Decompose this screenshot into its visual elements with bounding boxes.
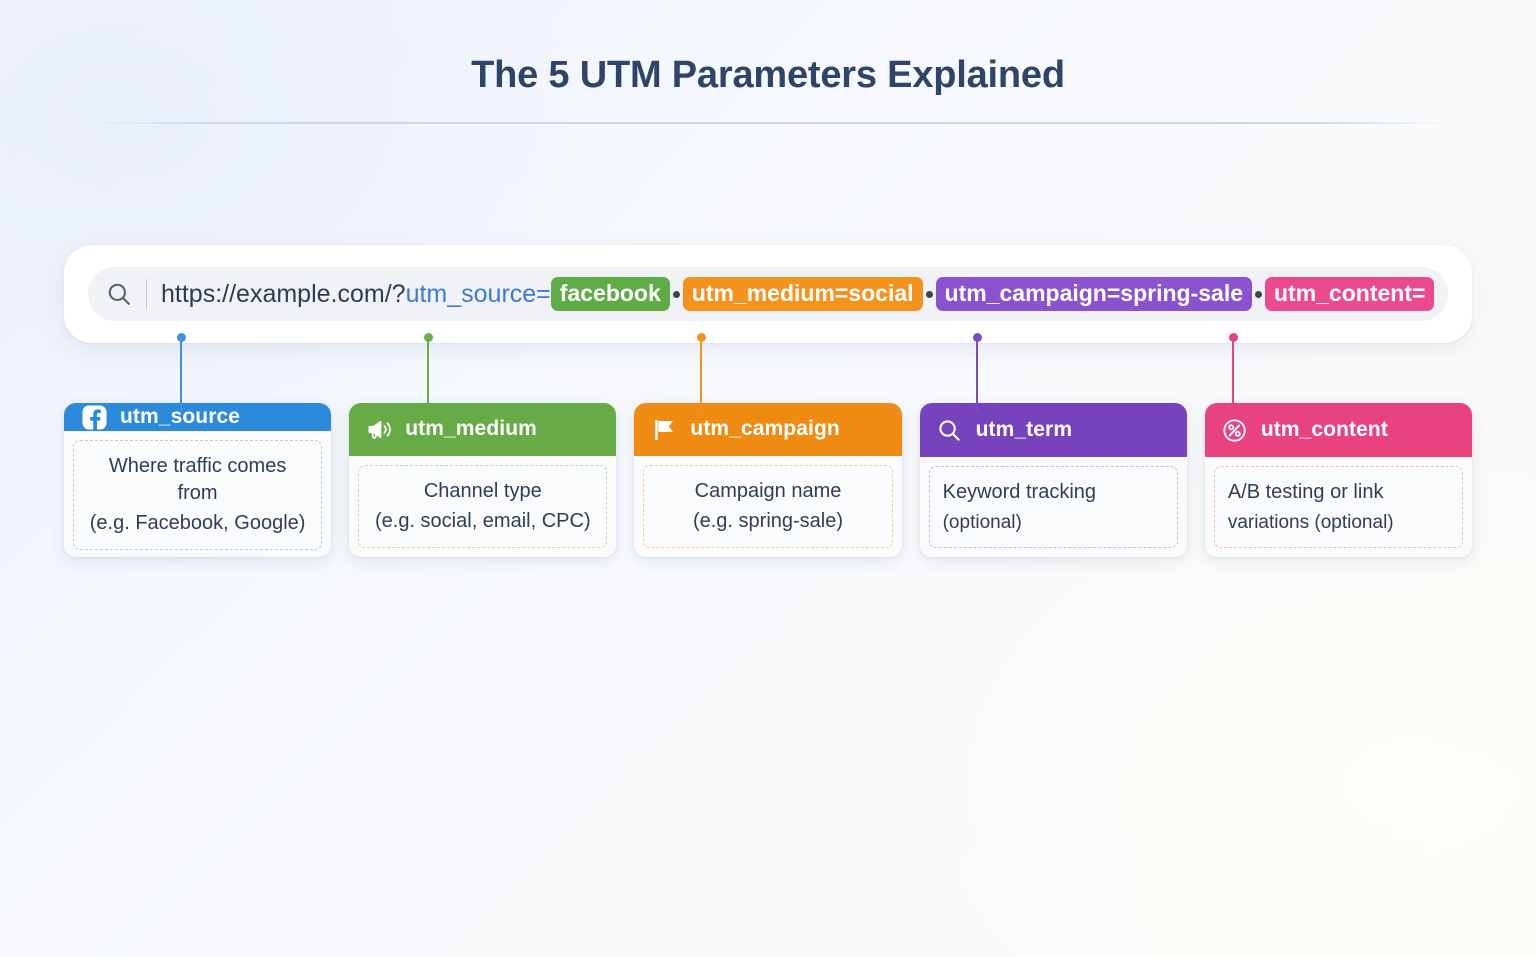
page-title: The 5 UTM Parameters Explained [471, 54, 1065, 96]
card-title: utm_campaign [690, 417, 840, 441]
connector-dot [697, 333, 706, 342]
card-description: Where traffic comes from (e.g. Facebook, … [73, 440, 323, 550]
magnifier-icon [936, 416, 964, 444]
card-body-utm_source: Where traffic comes from (e.g. Facebook, … [64, 431, 332, 557]
card-description: Channel type (e.g. social, email, CPC) [358, 464, 608, 548]
connector-stem [976, 339, 978, 411]
connector-stem [427, 339, 429, 411]
connector-stem [700, 339, 702, 411]
url-text: https://example.com/? utm_source= facebo… [161, 276, 1435, 312]
card-description-line-2: (optional) [942, 511, 1022, 533]
card-description-line-2: variations (optional) [1227, 511, 1394, 533]
url-separator-dot [925, 290, 933, 298]
url-chip-medium[interactable]: utm_medium=social [682, 276, 923, 312]
card-title: utm_source [120, 405, 241, 428]
card-description-line-1: A/B testing or link [1227, 481, 1384, 504]
url-separator-dot [672, 290, 680, 298]
card-body-utm_campaign: Campaign name (e.g. spring-sale) [634, 455, 902, 557]
card-body-utm_content: A/B testing or link variations (optional) [1204, 457, 1473, 557]
card-description-line-2: (e.g. social, email, CPC) [374, 510, 591, 533]
connector-line-1 [177, 333, 186, 411]
card-description: Keyword tracking (optional) [928, 466, 1178, 548]
url-chip-content[interactable]: utm_content= [1265, 276, 1435, 312]
card-description-line-2: (e.g. spring-sale) [692, 510, 844, 533]
connector-dot [973, 333, 982, 342]
connector-line-5 [1229, 333, 1238, 411]
url-separator-dot [1255, 290, 1262, 298]
card-title: utm_content [1260, 418, 1388, 442]
url-chip-source-value[interactable]: facebook [550, 276, 670, 312]
page-header: The 5 UTM Parameters Explained [0, 54, 1536, 97]
percent-circle-icon [1221, 416, 1249, 444]
url-divider [146, 279, 147, 309]
url-param-key-source: utm_source= [405, 279, 551, 308]
card-header-utm_term: utm_term [919, 403, 1187, 458]
card-header-utm_campaign: utm_campaign [634, 403, 902, 456]
connector-dot [424, 333, 433, 342]
card-title: utm_term [975, 418, 1073, 442]
url-base: https://example.com/? [161, 279, 406, 308]
card-description-line-1: Channel type [423, 479, 542, 502]
connector-stem [180, 339, 182, 411]
card-header-utm_medium: utm_medium [349, 403, 617, 456]
connector-line-2 [424, 333, 433, 411]
card-description-line-1: Campaign name [694, 479, 842, 502]
megaphone-icon [365, 415, 393, 443]
card-title: utm_medium [405, 417, 537, 441]
connector-line-3 [697, 333, 706, 411]
card-description: Campaign name (e.g. spring-sale) [643, 464, 893, 548]
card-description-line-2: (e.g. Facebook, Google) [89, 512, 306, 535]
card-header-utm_source: utm_source [64, 403, 332, 431]
url-input[interactable]: https://example.com/? utm_source= facebo… [88, 267, 1448, 321]
card-description-line-1: Where traffic comes from [108, 455, 287, 504]
connector-dot [177, 333, 186, 342]
card-body-utm_medium: Channel type (e.g. social, email, CPC) [349, 455, 617, 557]
facebook-icon [80, 403, 108, 431]
card-description: A/B testing or link variations (optional) [1213, 466, 1464, 548]
card-body-utm_term: Keyword tracking (optional) [919, 457, 1187, 557]
flag-icon [650, 415, 678, 443]
search-icon [106, 281, 132, 307]
connector-stem [1232, 339, 1234, 411]
connector-dot [1229, 333, 1238, 342]
card-description-line-1: Keyword tracking [942, 481, 1097, 504]
title-divider [84, 122, 1452, 124]
url-bar-container: https://example.com/? utm_source= facebo… [64, 245, 1472, 343]
url-chip-campaign[interactable]: utm_campaign=spring-sale [935, 276, 1252, 312]
card-header-utm_content: utm_content [1204, 403, 1473, 458]
connector-line-4 [973, 333, 982, 411]
